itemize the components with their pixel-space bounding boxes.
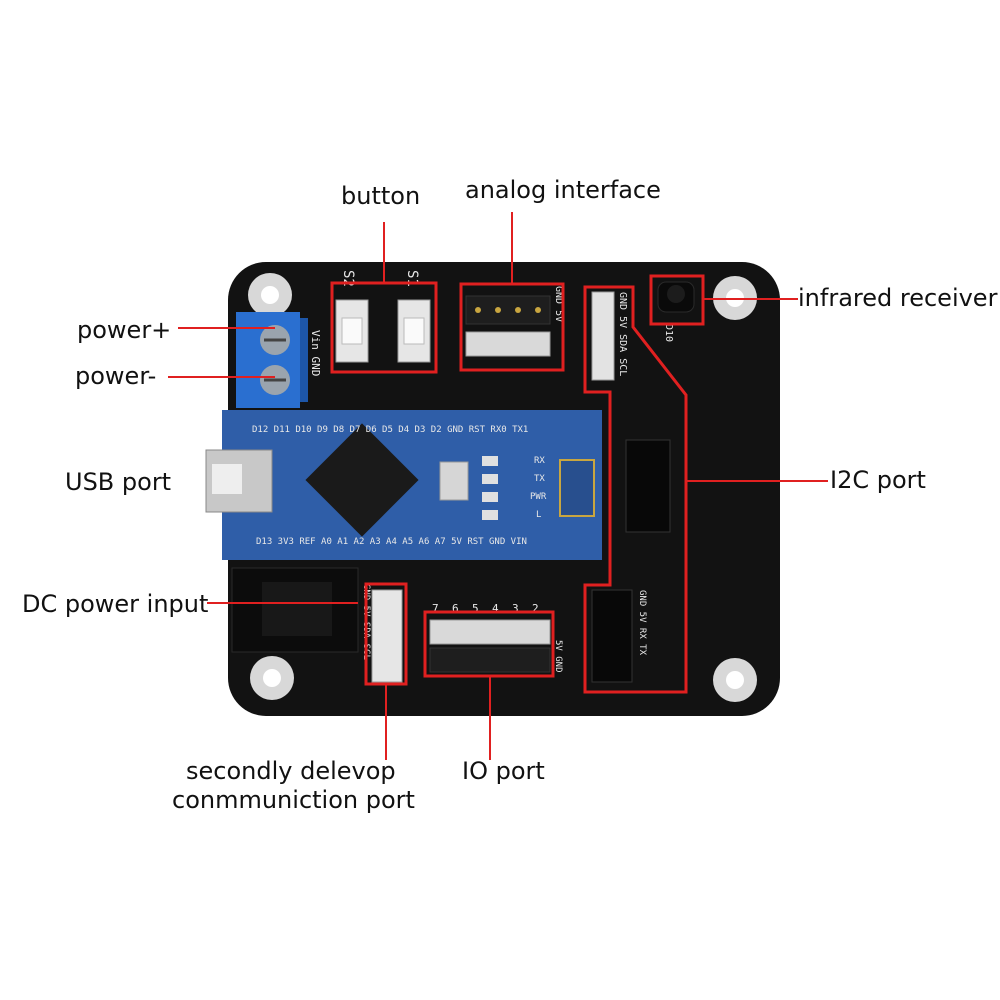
label-button: button xyxy=(341,182,421,210)
screw-terminal xyxy=(236,312,308,408)
io-num-4: 4 xyxy=(492,602,499,615)
analog-header-silk: GND 5V xyxy=(553,286,564,322)
label-usb-port: USB port xyxy=(65,468,172,496)
label-power-minus: power- xyxy=(75,362,157,390)
io-num-6: 6 xyxy=(452,602,459,615)
bottom-right-header-silk: GND 5V RX TX xyxy=(637,590,647,656)
leader-lines xyxy=(168,212,828,760)
arduino-nano xyxy=(205,410,602,560)
io-num-3: 3 xyxy=(512,602,519,615)
label-analog-interface: analog interface xyxy=(465,176,661,204)
ir-header-silk: D10 xyxy=(663,324,674,342)
nano-bottom-pins-silk: D13 3V3 REF A0 A1 A2 A3 A4 A5 A6 A7 5V R… xyxy=(256,537,527,547)
nano-led-rx: RX xyxy=(534,456,545,466)
nano-led-l: L xyxy=(536,510,541,520)
label-i2c-port: I2C port xyxy=(830,466,926,494)
i2c-header-white xyxy=(591,291,615,381)
io-num-5: 5 xyxy=(472,602,479,615)
bottom-right-black-header xyxy=(591,589,633,683)
i2c-header-silk: GND 5V SDA SCL xyxy=(617,292,628,376)
dc-jack-component xyxy=(231,567,359,653)
io-side-silk: 5V GND xyxy=(553,640,563,673)
push-buttons xyxy=(335,299,431,363)
io-header-pins xyxy=(429,619,551,673)
nano-led-pwr: PWR xyxy=(530,492,547,502)
ir-receiver-component xyxy=(657,281,695,313)
io-num-7: 7 xyxy=(432,602,439,615)
label-infrared-receiver: infrared receiver xyxy=(798,284,998,312)
label-secondly-line1: secondly delevop xyxy=(186,757,396,785)
nano-top-pins-silk: D12 D11 D10 D9 D8 D7 D6 D5 D4 D3 D2 GND … xyxy=(252,425,528,435)
i2c-callout-outline xyxy=(583,285,688,694)
i2c-black-connector xyxy=(625,439,671,533)
label-power-plus: power+ xyxy=(77,316,172,344)
label-secondly-line2: conmmuniction port xyxy=(172,786,415,814)
analog-header-pins xyxy=(465,295,551,357)
io-num-2: 2 xyxy=(532,602,539,615)
vin-gnd-silk: Vin GND xyxy=(309,330,322,376)
secondary-comm-header xyxy=(371,589,403,683)
nano-led-tx: TX xyxy=(534,474,545,484)
label-dc-power-input: DC power input xyxy=(22,590,209,618)
label-io-port: IO port xyxy=(462,757,545,785)
